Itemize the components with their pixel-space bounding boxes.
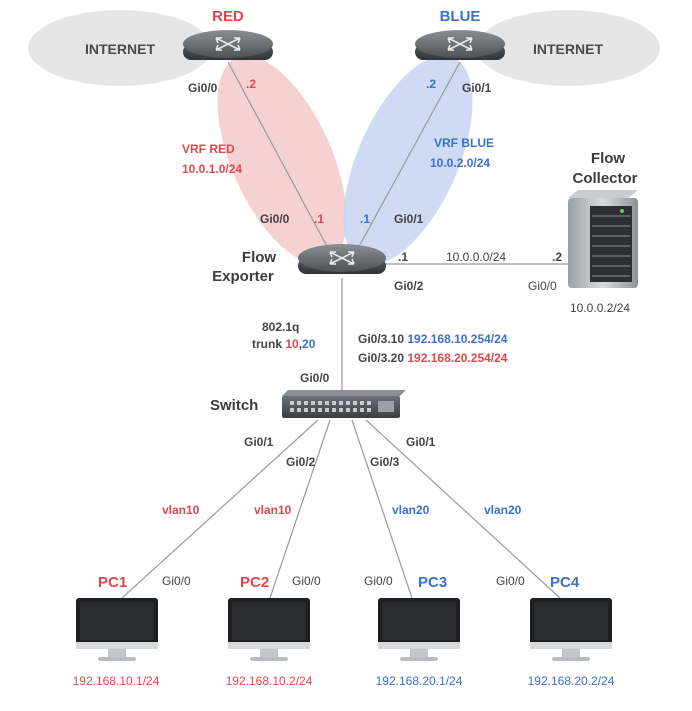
exporter-blue-ip: .1: [360, 212, 370, 226]
exporter-collector-ip: .1: [398, 250, 408, 264]
pc-2-name: PC2: [240, 574, 269, 591]
router-arrows-icon: [447, 37, 473, 51]
internet-cloud-blue: [476, 10, 660, 86]
router-arrows-icon: [215, 37, 241, 51]
pc-4-name: PC4: [550, 574, 580, 591]
flow-collector-title-2: Collector: [572, 170, 637, 187]
vlan-label-2: vlan10: [254, 503, 292, 517]
switch-uplink-iface: Gi0/0: [300, 371, 330, 385]
switch-port-2: Gi0/2: [286, 455, 316, 469]
router-arrows-icon: [329, 251, 355, 265]
server-led-icon: [620, 209, 624, 213]
pc-2[interactable]: [228, 598, 310, 661]
link-switch-pc3: [351, 419, 413, 599]
trunk-type: 802.1q: [262, 320, 299, 334]
pc-1[interactable]: [76, 598, 158, 661]
flow-exporter-title-1: Flow: [242, 249, 276, 266]
router-blue[interactable]: [415, 30, 505, 60]
vrf-red-subnet: 10.0.1.0/24: [182, 162, 242, 176]
exporter-red-ip: .1: [314, 212, 324, 226]
pc-4-iface: Gi0/0: [496, 574, 525, 588]
internet-cloud-red: [28, 10, 212, 86]
exporter-red-iface: Gi0/0: [260, 212, 290, 226]
internet-label-red: INTERNET: [85, 41, 155, 57]
router-red-iface: Gi0/0: [188, 81, 218, 95]
router-red-title: RED: [212, 8, 244, 25]
pc-2-ip: 192.168.10.2/24: [226, 674, 313, 688]
router-blue-ip: .2: [426, 77, 436, 91]
pc-4-ip: 192.168.20.2/24: [528, 674, 615, 688]
collector-iface: Gi0/0: [528, 279, 557, 293]
pc-3-iface: Gi0/0: [364, 574, 393, 588]
pc-4[interactable]: [530, 598, 612, 661]
vlan-label-3: vlan20: [392, 503, 430, 517]
link-switch-pc2: [269, 419, 331, 599]
internet-label-blue: INTERNET: [533, 41, 603, 57]
router-flow-exporter[interactable]: [298, 244, 386, 274]
switch-port-1: Gi0/1: [244, 435, 274, 449]
pc-3-ip: 192.168.20.1/24: [376, 674, 463, 688]
vrf-red-zone: [217, 55, 347, 265]
vrf-red-label: VRF RED: [182, 142, 235, 156]
pc-1-iface: Gi0/0: [162, 574, 191, 588]
switch-port-3: Gi0/3: [370, 455, 400, 469]
link-switch-pc4: [365, 419, 561, 599]
switch-port-4: Gi0/1: [406, 435, 436, 449]
vlan-label-4: vlan20: [484, 503, 522, 517]
pc-1-name: PC1: [98, 574, 127, 591]
router-red-ip: .2: [246, 77, 256, 91]
link-red-exporter: [227, 61, 331, 253]
exporter-collector-iface: Gi0/2: [394, 279, 424, 293]
vrf-blue-label: VRF BLUE: [434, 136, 494, 150]
pc-2-iface: Gi0/0: [292, 574, 321, 588]
switch-title: Switch: [210, 397, 258, 414]
flow-collector-title-1: Flow: [591, 150, 625, 167]
collector-link-subnet: 10.0.0.0/24: [446, 250, 506, 264]
link-blue-exporter: [355, 61, 461, 253]
vlan-label-1: vlan10: [162, 503, 200, 517]
router-blue-title: BLUE: [440, 8, 481, 25]
pc-1-ip: 192.168.10.1/24: [73, 674, 160, 688]
router-red[interactable]: [183, 30, 273, 60]
exporter-blue-iface: Gi0/1: [394, 212, 424, 226]
trunk-vlans: trunk 10,20: [252, 337, 316, 351]
server-flow-collector[interactable]: [568, 190, 638, 288]
router-blue-iface: Gi0/1: [462, 81, 492, 95]
vrf-blue-subnet: 10.0.2.0/24: [430, 156, 490, 170]
pc-3-name: PC3: [418, 574, 447, 591]
flow-exporter-title-2: Exporter: [212, 268, 274, 285]
collector-ip: 10.0.0.2/24: [570, 301, 630, 315]
pc-3[interactable]: [378, 598, 460, 661]
link-switch-pc1: [121, 419, 319, 599]
subif-20: Gi0/3.20 192.168.20.254/24: [358, 351, 508, 365]
subif-10: Gi0/3.10 192.168.10.254/24: [358, 332, 508, 346]
switch-device[interactable]: [282, 390, 406, 418]
vrf-blue-zone: [343, 55, 473, 265]
collector-ip-suffix: .2: [552, 250, 562, 264]
